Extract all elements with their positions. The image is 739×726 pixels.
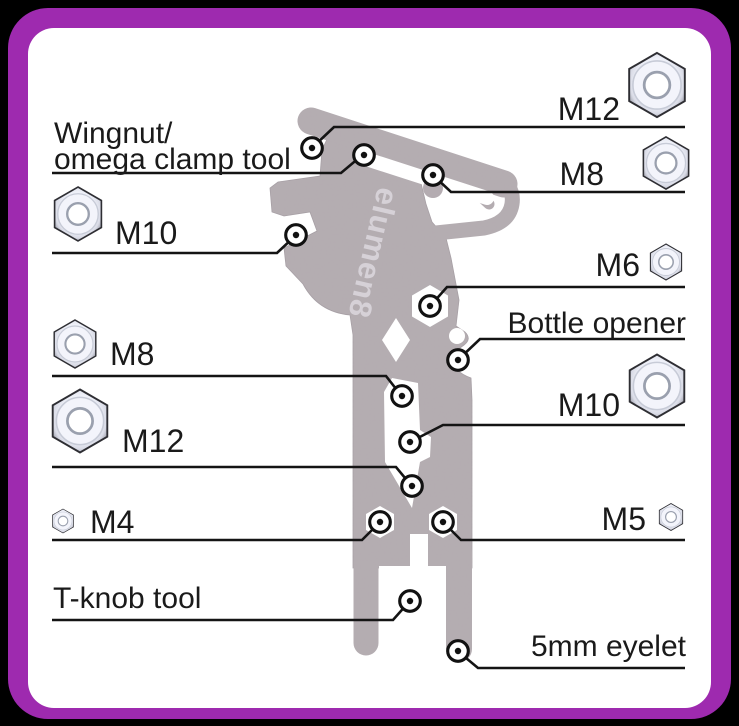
label-m5: M5 (602, 501, 646, 537)
callout-marker-m10-left (284, 223, 308, 247)
label-m12-right: M12 (558, 91, 620, 127)
diamond-cutout (382, 318, 410, 362)
label-eyelet: 5mm eyelet (531, 630, 687, 663)
callout-line-m10-right (411, 423, 685, 443)
callout-line-bottle-opener (459, 337, 685, 359)
callout-marker-m12-left (400, 474, 424, 498)
label-wingnut-line2: omega clamp tool (54, 143, 291, 176)
callout-marker-wingnut (352, 143, 376, 167)
callout-marker-eyelet (446, 639, 470, 663)
label-m4: M4 (90, 504, 134, 540)
callout-marker-m8-right (421, 163, 445, 187)
callout-line-wingnut (52, 156, 361, 175)
callout-marker-bottle-opener (446, 348, 470, 372)
label-m12-left: M12 (122, 423, 184, 459)
fork-wide-slot (379, 566, 446, 678)
callout-marker-m6 (418, 294, 442, 318)
label-m10-left: M10 (115, 215, 177, 251)
bottle-opener-curl (449, 328, 465, 344)
label-tknob: T-knob tool (53, 582, 201, 615)
fork-neck-slot (410, 534, 428, 568)
label-m8-right: M8 (560, 156, 604, 192)
label-bottle-opener: Bottle opener (508, 307, 686, 340)
callout-marker-m4 (368, 510, 392, 534)
callout-marker-m8-left (390, 384, 414, 408)
label-m8-left: M8 (110, 336, 154, 372)
callout-marker-tknob (398, 589, 422, 613)
label-m6: M6 (596, 247, 640, 283)
tool-top-bar (297, 107, 518, 198)
label-m10-right: M10 (558, 387, 620, 423)
callout-marker-m10-right (398, 430, 422, 454)
callout-marker-m5 (431, 510, 455, 534)
callout-line-m12-right (313, 125, 685, 147)
label-wingnut-line1: Wingnut/ (54, 117, 173, 150)
callout-marker-m12-right (300, 136, 324, 160)
tool-hook-arm (428, 166, 520, 241)
